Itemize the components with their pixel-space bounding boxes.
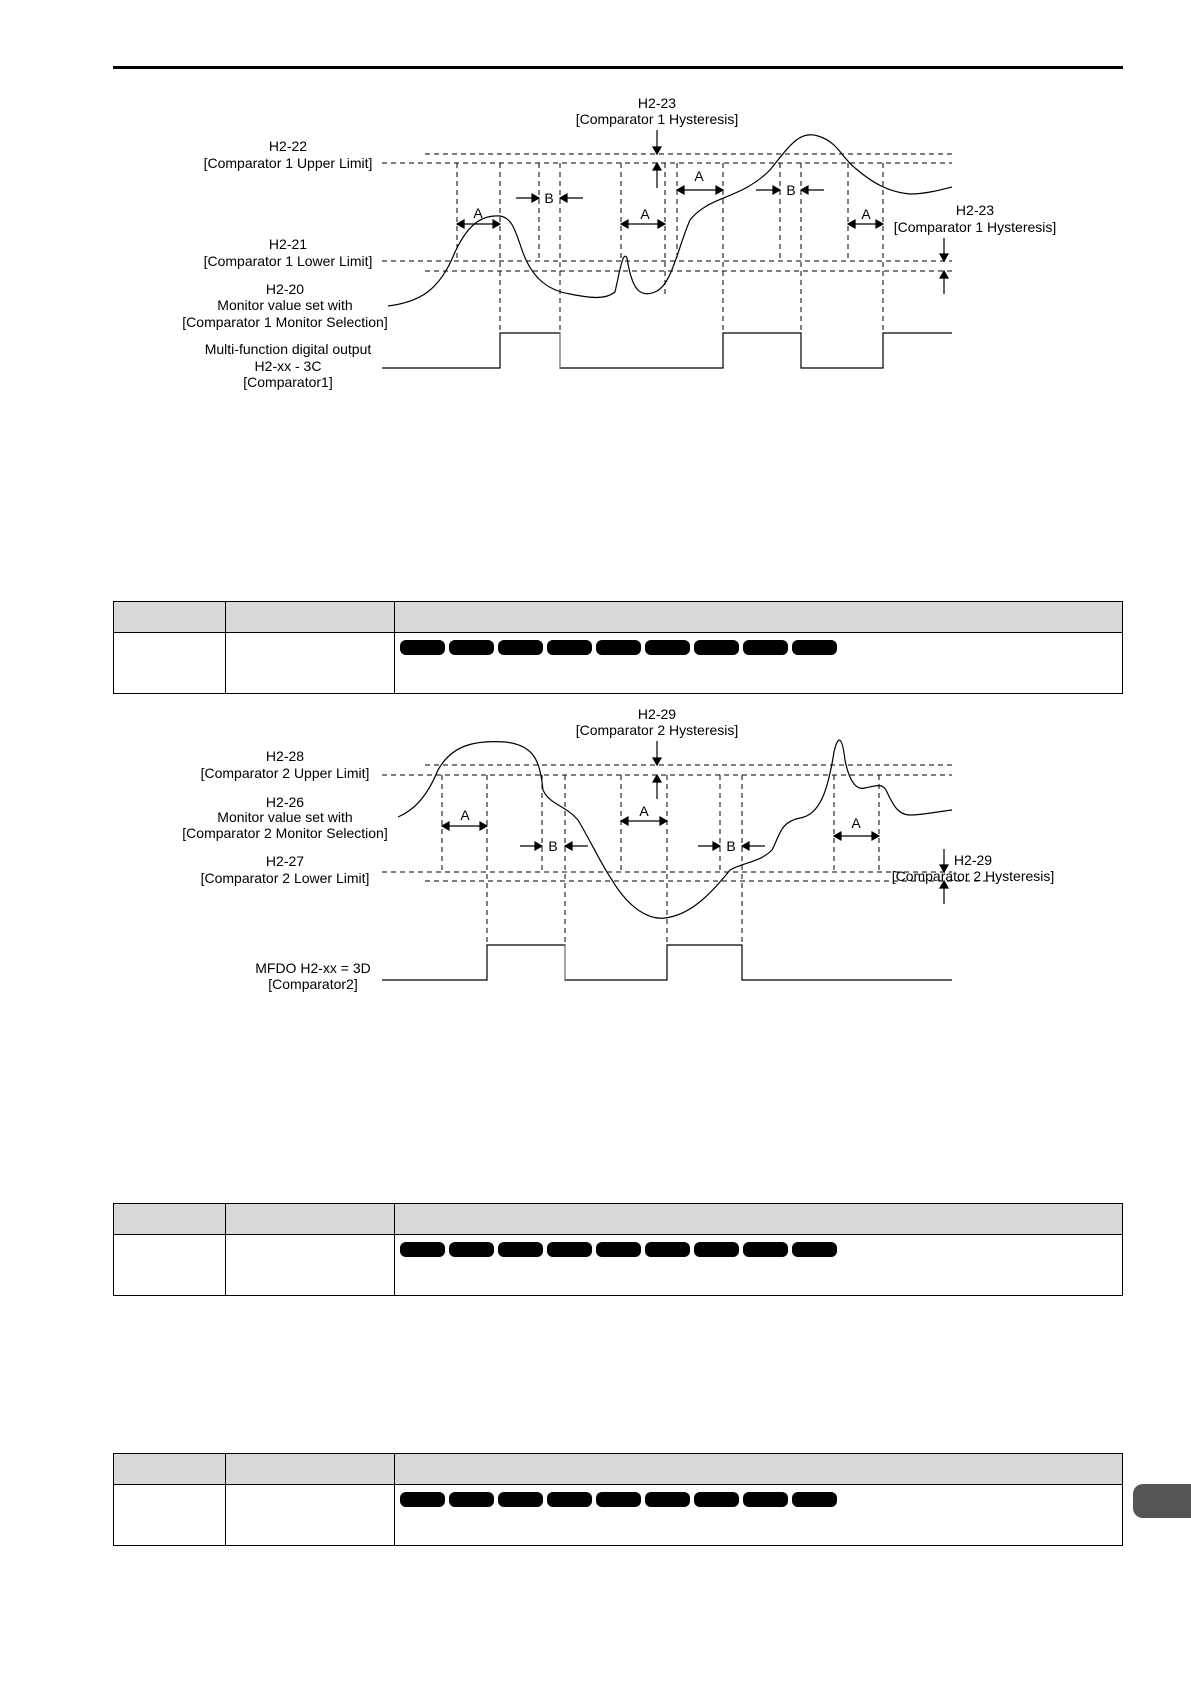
model-badge <box>694 1492 739 1507</box>
interval-a-label: A <box>861 206 871 222</box>
model-badge <box>743 1492 788 1507</box>
model-badge <box>547 640 592 655</box>
interval-b-label: B <box>786 182 795 198</box>
hyst-right-code: H2-23 <box>956 202 994 218</box>
model-badge <box>694 1242 739 1257</box>
model-badges <box>395 1485 1122 1507</box>
interval-a-label: A <box>851 815 861 831</box>
monitor-value-curve <box>387 134 953 307</box>
model-badge <box>596 640 641 655</box>
monitor-line1: Monitor value set with <box>217 809 352 825</box>
chapter-tab-marker <box>1133 1484 1191 1518</box>
hyst-right-code: H2-29 <box>954 852 992 868</box>
model-badge <box>596 1492 641 1507</box>
model-badge <box>645 640 690 655</box>
hyst-top-name: [Comparator 2 Hysteresis] <box>576 722 739 738</box>
model-badge <box>449 1492 494 1507</box>
model-badge <box>547 1492 592 1507</box>
model-badge <box>400 1242 445 1257</box>
output-line3: [Comparator1] <box>243 374 332 390</box>
monitor-line2: [Comparator 2 Monitor Selection] <box>182 825 387 841</box>
interval-b-label: B <box>726 838 735 854</box>
digital-output-signal <box>382 332 952 369</box>
model-badge <box>792 1242 837 1257</box>
model-badges <box>395 633 1122 655</box>
parameter-table-1 <box>113 601 1123 694</box>
model-badge <box>694 640 739 655</box>
lower-limit-name: [Comparator 1 Lower Limit] <box>204 253 373 269</box>
model-badge <box>449 640 494 655</box>
monitor-line2: [Comparator 1 Monitor Selection] <box>182 314 387 330</box>
header-rule <box>113 66 1123 69</box>
model-badges <box>395 1235 1122 1257</box>
interval-a-label: A <box>460 807 470 823</box>
output-line2: H2-xx - 3C <box>255 358 322 374</box>
model-badge <box>596 1242 641 1257</box>
monitor-value-curve <box>397 739 953 919</box>
hyst-top-code: H2-29 <box>638 706 676 722</box>
model-badge <box>498 1492 543 1507</box>
output-line1: MFDO H2-xx = 3D <box>255 960 371 976</box>
model-badge <box>498 640 543 655</box>
hyst-right-name: [Comparator 2 Hysteresis] <box>892 868 1055 884</box>
parameter-table-3 <box>113 1453 1123 1546</box>
monitor-code: H2-20 <box>266 281 304 297</box>
hyst-top-code: H2-23 <box>638 95 676 111</box>
upper-limit-code: H2-28 <box>266 748 304 764</box>
parameter-table-2 <box>113 1203 1123 1296</box>
model-badge <box>743 640 788 655</box>
comparator-1-timing-diagram: H2-23 [Comparator 1 Hysteresis] H2-22 [C… <box>182 95 1057 390</box>
monitor-code: H2-26 <box>266 794 304 810</box>
model-badge <box>645 1242 690 1257</box>
model-badge <box>743 1242 788 1257</box>
output-line2: [Comparator2] <box>268 976 357 992</box>
hyst-right-name: [Comparator 1 Hysteresis] <box>894 219 1057 235</box>
lower-limit-code: H2-21 <box>269 236 307 252</box>
model-badge <box>547 1242 592 1257</box>
model-badge <box>645 1492 690 1507</box>
model-badge <box>792 1492 837 1507</box>
interval-arrows <box>440 741 950 904</box>
model-badge <box>792 640 837 655</box>
upper-limit-name: [Comparator 1 Upper Limit] <box>204 155 373 171</box>
model-badge <box>400 1492 445 1507</box>
interval-b-label: B <box>544 190 553 206</box>
model-badge <box>449 1242 494 1257</box>
model-badge <box>400 640 445 655</box>
interval-arrows <box>455 130 950 294</box>
monitor-line1: Monitor value set with <box>217 297 352 313</box>
lower-limit-name: [Comparator 2 Lower Limit] <box>201 870 370 886</box>
model-badge <box>498 1242 543 1257</box>
output-line1: Multi-function digital output <box>205 341 372 357</box>
hyst-top-name: [Comparator 1 Hysteresis] <box>576 111 739 127</box>
interval-a-label: A <box>639 803 649 819</box>
interval-b-label: B <box>548 838 557 854</box>
upper-limit-code: H2-22 <box>269 138 307 154</box>
lower-limit-code: H2-27 <box>266 853 304 869</box>
comparator-2-timing-diagram: H2-29 [Comparator 2 Hysteresis] H2-28 [C… <box>182 706 1055 992</box>
digital-output-signal <box>382 944 952 981</box>
upper-limit-name: [Comparator 2 Upper Limit] <box>201 765 370 781</box>
interval-a-label: A <box>640 206 650 222</box>
interval-a-label: A <box>473 205 483 221</box>
interval-a-label: A <box>694 168 704 184</box>
